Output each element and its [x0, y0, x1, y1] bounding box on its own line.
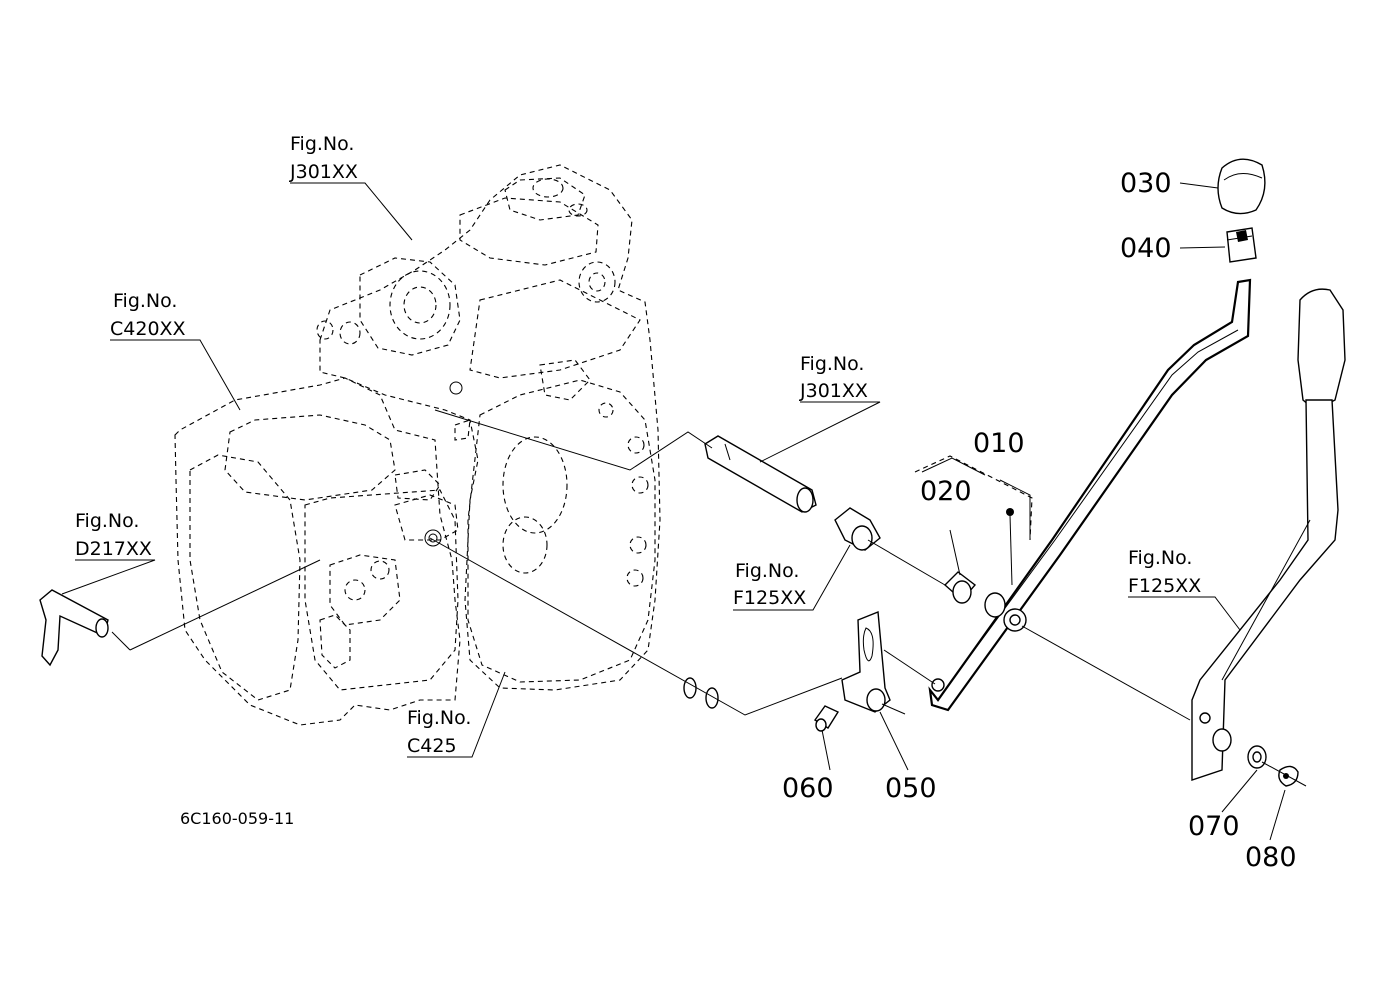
collar-j301 — [834, 507, 881, 551]
lever-d217 — [39, 589, 109, 667]
sleeve-040 — [1226, 227, 1257, 263]
reference-lever-f125 — [1191, 288, 1346, 781]
fig-ref-f125-mid-line1: Fig.No. — [735, 560, 799, 582]
fig-ref-c420-line1: Fig.No. — [113, 290, 177, 312]
bushing-020 — [943, 508, 1014, 618]
leader-lines — [61, 182, 1307, 841]
part-label-010: 010 — [973, 428, 1025, 459]
washer-070 — [1212, 728, 1267, 769]
part-label-020: 020 — [920, 476, 972, 507]
o-rings — [683, 677, 719, 709]
link-plate-050 — [841, 611, 891, 713]
fig-ref-d217-line2: D217XX — [75, 538, 152, 560]
fig-ref-c425-line1: Fig.No. — [407, 707, 471, 729]
fig-ref-j301-mid-line1: Fig.No. — [800, 353, 864, 375]
knob-030 — [1217, 158, 1266, 215]
fig-ref-f125-mid-line2: F125XX — [733, 587, 806, 609]
fig-ref-d217-line1: Fig.No. — [75, 510, 139, 532]
part-label-030: 030 — [1120, 168, 1172, 199]
shaft-j301 — [704, 435, 817, 513]
part-label-060: 060 — [782, 773, 834, 804]
part-label-050: 050 — [885, 773, 937, 804]
part-label-040: 040 — [1120, 233, 1172, 264]
fig-ref-j301-mid-line2: J301XX — [799, 380, 868, 402]
part-label-080: 080 — [1245, 842, 1297, 873]
fig-ref-j301-top-line1: Fig.No. — [290, 133, 354, 155]
shift-lever-010 — [928, 278, 1252, 712]
assembly-bracket-010 — [914, 455, 1033, 541]
fig-ref-f125-right-line1: Fig.No. — [1128, 547, 1192, 569]
diagram-code: 6C160-059-11 — [180, 809, 294, 828]
fig-ref-j301-top-line2: J301XX — [289, 161, 358, 183]
fig-ref-f125-right-line2: F125XX — [1128, 575, 1201, 597]
transmission-housing-illustration — [174, 164, 661, 726]
pin-060 — [813, 705, 840, 732]
fig-ref-c420-line2: C420XX — [110, 318, 186, 340]
fig-ref-c425-line2: C425 — [407, 735, 457, 757]
part-label-070: 070 — [1188, 811, 1240, 842]
